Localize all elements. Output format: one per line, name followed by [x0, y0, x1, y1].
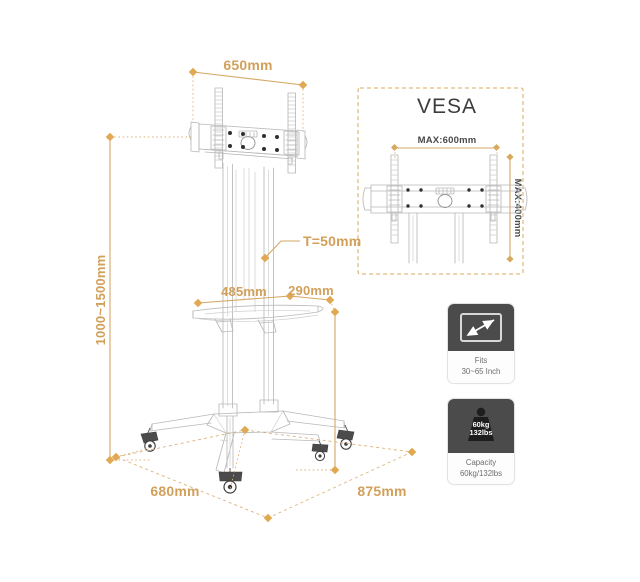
vesa-title: VESA [417, 95, 477, 118]
badge-fits-size: Fits 30~65 Inch [447, 303, 515, 384]
caster-wheels [140, 424, 355, 494]
badge-fits-caption: Fits 30~65 Inch [448, 351, 514, 383]
caster-rear-left [140, 427, 159, 452]
tv-stand-illustration [140, 87, 355, 494]
caster-front-right [311, 440, 329, 462]
accessory-shelf [192, 304, 324, 334]
dimension-right-drop [330, 307, 340, 470]
caster-front-centre [218, 468, 243, 494]
dimension-pole-thickness: T=50mm [260, 233, 361, 263]
dimension-base-depth-label: 680mm [150, 483, 199, 499]
dimension-top-width: 650mm [188, 57, 308, 132]
vesa-max-width-dimension: MAX:600mm [390, 135, 501, 158]
dimension-top-width-label: 650mm [223, 57, 272, 73]
tv-screen-diagonal-icon [448, 304, 514, 351]
vesa-panel-border [357, 87, 524, 275]
badge-fits-line2: 30~65 Inch [461, 367, 501, 377]
badge-fits-line1: Fits [474, 356, 488, 365]
weight-icon-lbs: 132lbs [469, 428, 492, 437]
dimension-height: 1000~1500mm [93, 132, 192, 465]
badge-capacity-line2: 60kg/132lbs [459, 468, 503, 478]
vesa-panel: VESA MAX:600mm MAX:400mm [357, 87, 528, 275]
mount-rails [214, 87, 296, 174]
vesa-max-width-label: MAX:600mm [418, 135, 477, 146]
cross-base [149, 410, 346, 474]
lower-columns [218, 317, 279, 417]
vesa-bracket-illustration [362, 154, 528, 264]
vesa-bracket-front [188, 121, 308, 165]
badge-capacity-caption: Capacity 60kg/132lbs [448, 453, 514, 485]
caster-rear-right [336, 424, 355, 450]
dimension-pole-thickness-label: T=50mm [303, 233, 361, 249]
dimension-shelf-depth-label: 290mm [288, 283, 334, 298]
dimension-shelf-depth: 290mm [288, 283, 336, 313]
dimension-shelf-width: 485mm [193, 284, 295, 308]
spec-badges: Fits 30~65 Inch 60kg 132lbs Capacity 60k… [447, 303, 519, 499]
weight-icon-kg: 60kg [473, 420, 490, 429]
dimension-base-footprint: 680mm 875mm [111, 425, 417, 523]
badge-capacity-line1: Capacity [465, 457, 497, 467]
vesa-max-height-dimension: MAX:400mm [506, 153, 523, 263]
dimension-height-label: 1000~1500mm [93, 255, 108, 346]
dimension-shelf-width-label: 485mm [221, 284, 267, 299]
stand-columns [222, 162, 274, 319]
dimension-base-width-label: 875mm [357, 483, 406, 499]
vesa-max-height-label: MAX:400mm [512, 179, 523, 238]
weight-icon: 60kg 132lbs [448, 398, 514, 453]
badge-capacity: 60kg 132lbs Capacity 60kg/132lbs [447, 397, 515, 486]
